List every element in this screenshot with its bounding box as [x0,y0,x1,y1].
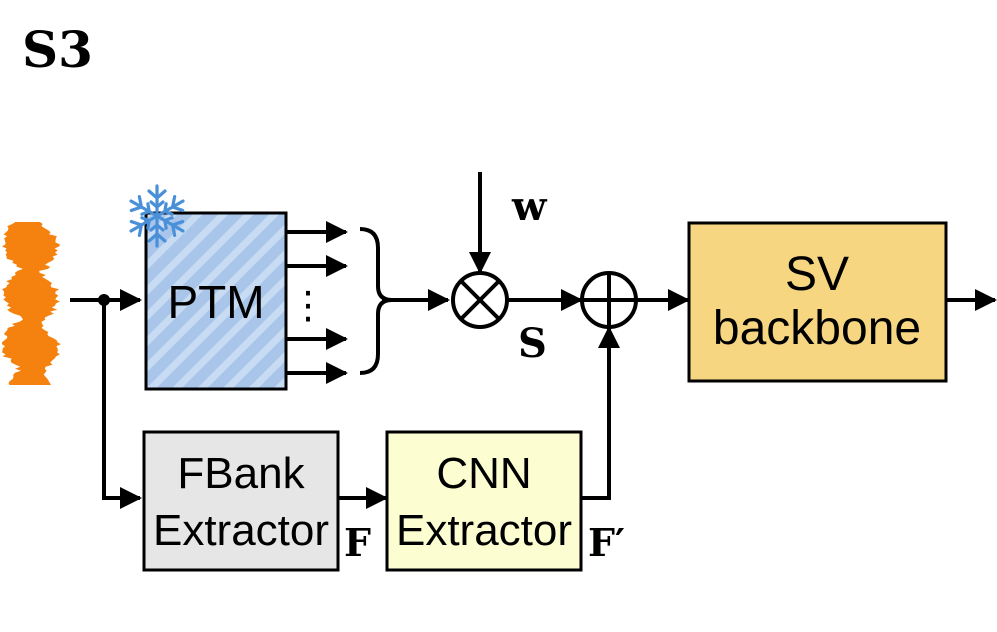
fbank-extractor-block: FBank Extractor [142,430,340,572]
s-label: S [518,320,547,367]
ptm-layer-outputs [286,221,348,384]
f-prime-label: F′ [588,520,625,565]
snowflake-icon [125,184,189,248]
sv-backbone-line2: backbone [713,302,921,355]
cnn-extractor-block: CNN Extractor [385,430,583,572]
w-label: w [511,183,548,230]
input-line [70,289,142,509]
cnn-line2: Extractor [396,506,572,555]
sv-backbone-block: SV backbone [687,221,948,383]
layer-ellipsis: ⋮ [289,285,327,327]
circled-times-icon [451,271,509,329]
diagram-title: S3 [22,20,93,79]
fbank-line2: Extractor [153,506,329,555]
cnn-to-add-arrow [581,326,620,500]
ptm-label: PTM [167,276,264,328]
ptm-block: PTM [144,211,288,391]
sv-backbone-line1: SV [785,248,849,301]
cnn-line1: CNN [436,449,531,498]
waveform-icon [2,222,61,385]
f-label: F [344,520,371,565]
circled-plus-icon [580,271,638,329]
fbank-line1: FBank [177,449,305,498]
